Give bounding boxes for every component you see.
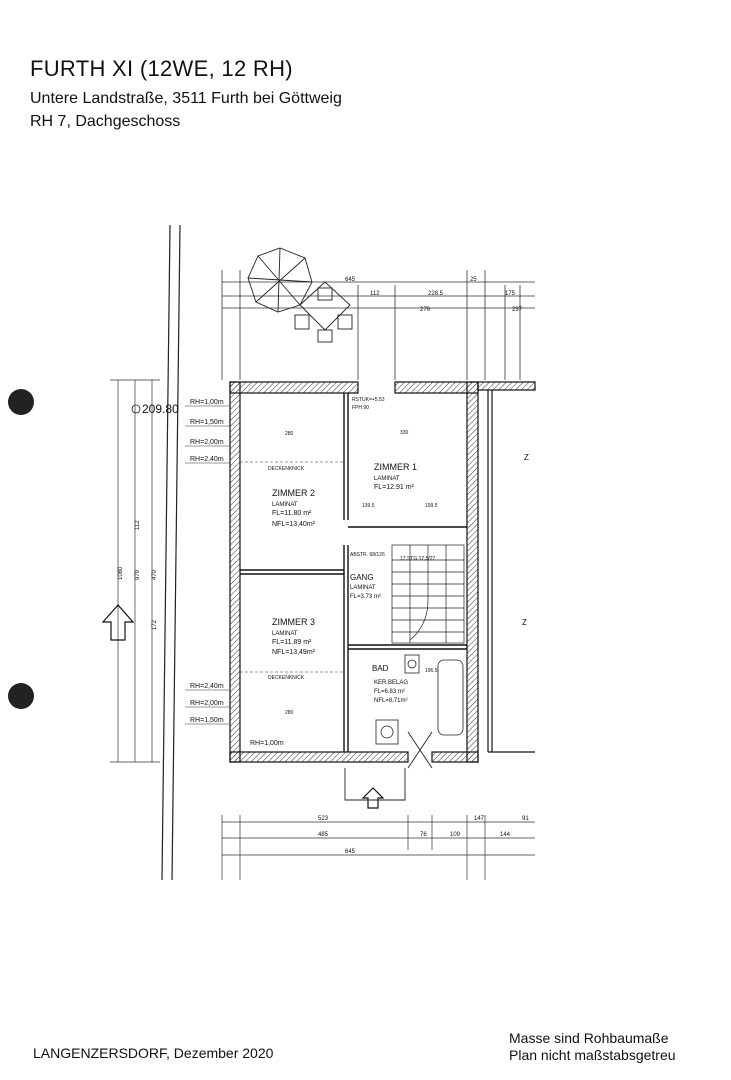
dim-top-645: 645: [345, 277, 356, 283]
room-zimmer3-nfl: NFL=13,49m²: [272, 649, 316, 656]
room-zimmer3-name: ZIMMER 3: [272, 617, 315, 627]
rstuk-label: RSTUK=+5,53: [352, 397, 385, 403]
rh-label: RH=2,00m: [190, 700, 224, 707]
entrance-arrow-left-icon: [101, 604, 135, 641]
room-bad-floor: KER.BELAG: [374, 680, 408, 686]
dim-top-112: 112: [370, 291, 380, 297]
room-zimmer3-floor: LAMINAT: [272, 631, 298, 637]
room-gang-floor: LAMINAT: [350, 585, 376, 591]
dim-bottom-147: 147: [474, 816, 485, 822]
deckenknick-top: DECKENKNICK: [268, 466, 305, 472]
dim-top-2285: 228.5: [428, 291, 444, 297]
address-line: Untere Landstraße, 3511 Furth bei Göttwe…: [30, 90, 342, 107]
neighbour-room-label-top: Z: [524, 453, 529, 462]
dim-bottom-91: 91: [522, 816, 529, 822]
dimension-chain-bottom: [221, 815, 535, 880]
interior-walls: [240, 393, 467, 752]
dim-top2-237: 237: [512, 307, 523, 313]
outer-walls: [229, 381, 536, 763]
rh-label: RH=2,40m: [190, 683, 224, 690]
dim-bottom-523: 523: [318, 816, 329, 822]
room-zimmer2-area: FL=11.80 m²: [272, 510, 312, 517]
dim-bottom-645: 645: [345, 849, 356, 855]
dim-1395: 139.5: [362, 503, 375, 509]
room-zimmer1-name: ZIMMER 1: [374, 462, 417, 472]
rh-label: RH=1,50m: [190, 717, 224, 724]
dim-1965: 196.5: [425, 668, 438, 674]
terrace-furniture: [247, 247, 353, 343]
dimension-chain-top: [221, 270, 535, 380]
note-not-to-scale: Plan nicht maßstabsgetreu: [509, 1047, 676, 1063]
dim-left-112: 112: [135, 520, 141, 530]
dim-left-470: 470: [152, 569, 158, 580]
punch-hole-bottom: [8, 683, 34, 709]
dim-1995: 199.5: [425, 503, 438, 509]
dim-bottom-144: 144: [500, 832, 511, 838]
room-gang-name: GANG: [350, 573, 374, 582]
unit-line: RH 7, Dachgeschoss: [30, 113, 181, 130]
rh-label: RH=1,00m: [250, 740, 284, 747]
rh-label: RH=2,00m: [190, 439, 224, 446]
dim-left-979: 979: [135, 569, 141, 580]
dim-330: 330: [400, 430, 409, 436]
property-boundary: [161, 224, 181, 881]
elevation-label: 209.80: [142, 402, 179, 416]
dim-bottom-76: 76: [420, 832, 427, 838]
bathroom-fixtures: [375, 654, 464, 745]
room-zimmer3-area: FL=11.89 m²: [272, 639, 312, 646]
dimension-chain-left: [110, 379, 160, 763]
rh-label: RH=1,00m: [190, 399, 224, 406]
dim-bottom-485: 485: [318, 832, 329, 838]
room-zimmer1-floor: LAMINAT: [374, 476, 400, 482]
plan-title: FURTH XI (12WE, 12 RH): [30, 56, 293, 81]
dim-top2-276: 276: [420, 307, 431, 313]
room-zimmer2-name: ZIMMER 2: [272, 488, 315, 498]
dim-280-top: 280: [285, 431, 294, 437]
staircase: [391, 544, 465, 644]
rh-label: RH=1,50m: [190, 419, 224, 426]
abstr-label: ABSTR. 68/126: [350, 552, 385, 558]
room-gang-area: FL=3.73 m²: [350, 594, 381, 600]
room-bad-name: BAD: [372, 664, 389, 673]
rh-label: RH=2,40m: [190, 456, 224, 463]
deckenknick-bottom: DECKENKNICK: [268, 675, 305, 681]
note-rohbaumasse: Masse sind Rohbaumaße: [509, 1030, 669, 1046]
room-zimmer2-nfl: NFL=13,40m²: [272, 521, 316, 528]
dim-top-175: 175: [505, 291, 516, 297]
room-zimmer1-area: FL=12.91 m²: [374, 484, 415, 491]
room-zimmer2-floor: LAMINAT: [272, 502, 298, 508]
dim-bottom-109: 109: [450, 832, 461, 838]
fph-label: FPH 90: [352, 405, 369, 411]
dim-top-25: 25: [470, 277, 477, 283]
room-bad-area: FL=6.83 m²: [374, 689, 405, 695]
stairs-label: 17 STG 17,5/27: [400, 556, 436, 562]
room-bad-nfl: NFL=8,71m²: [374, 698, 408, 704]
rh-height-labels: RH=1,00m RH=1,50m RH=2,00m RH=2,40m RH=2…: [190, 399, 284, 747]
dim-left-1080: 1080: [118, 566, 124, 580]
neighbour-room-label-bottom: Z: [522, 618, 527, 627]
dim-280-bottom: 280: [285, 710, 294, 716]
dim-left-172: 172: [152, 619, 158, 630]
elevation-marker: [131, 404, 141, 414]
location-date: LANGENZERSDORF, Dezember 2020: [33, 1045, 274, 1061]
neighbour-unit: [487, 390, 535, 753]
punch-hole-top: [8, 389, 34, 415]
entrance-arrow-bottom-icon: [361, 787, 385, 809]
